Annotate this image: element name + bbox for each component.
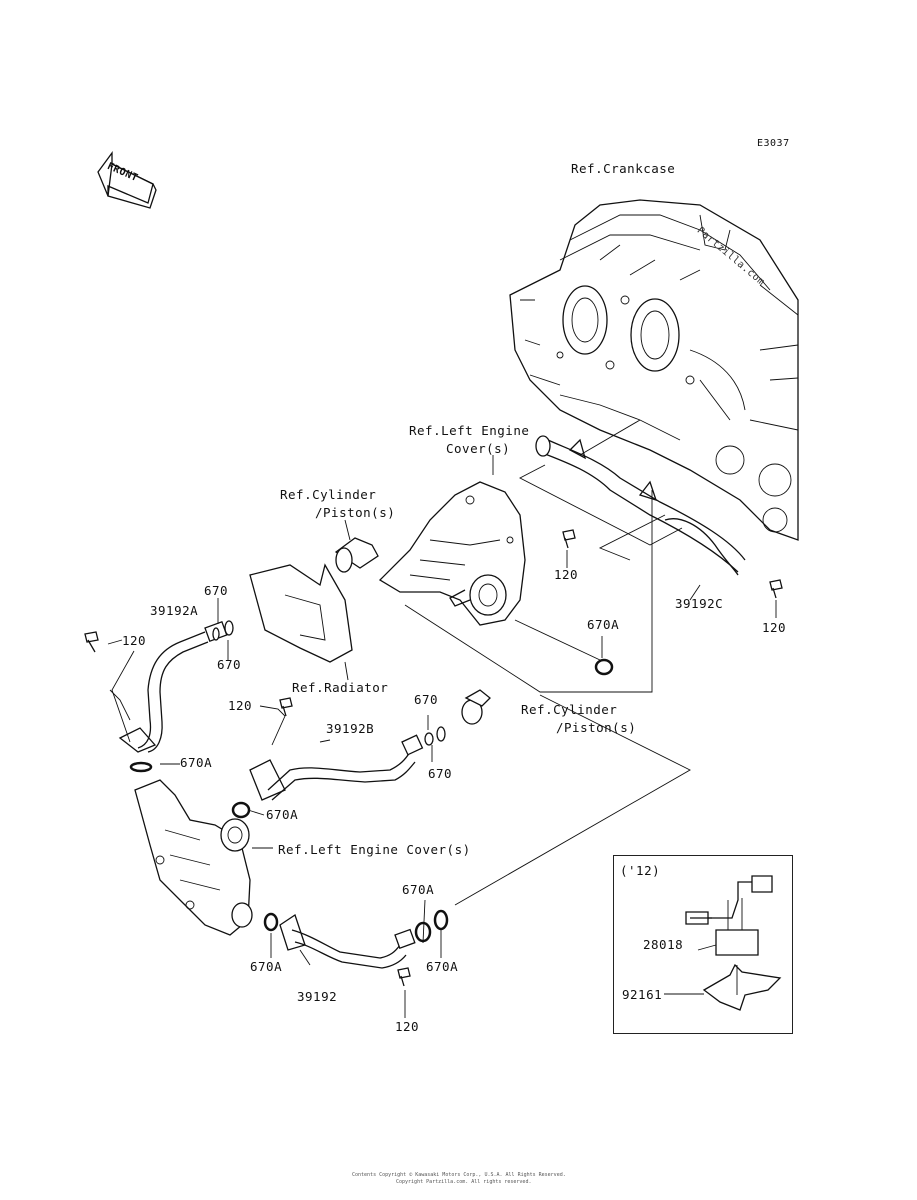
part-670A-label: 670A (426, 959, 459, 974)
ref-left-engine-cover-top-label-2: Cover(s) (446, 441, 511, 456)
part-670A-label: 670A (402, 882, 435, 897)
part-120-label: 120 (228, 698, 253, 713)
left-engine-cover-upper (378, 481, 526, 626)
part-120-label: 120 (122, 633, 147, 648)
hose-39192B (249, 734, 424, 801)
part-39192-label: 39192 (297, 989, 338, 1004)
thermostat-housing-mid (461, 689, 491, 725)
part-39192B-label: 39192B (326, 721, 375, 736)
part-120-label: 120 (554, 567, 579, 582)
ref-left-engine-cover-bottom-label: Ref.Left Engine Cover(s) (278, 842, 471, 857)
hose-39192C (535, 435, 746, 576)
footer-copyright-1: Contents Copyright © Kawasaki Motors Cor… (352, 1172, 566, 1178)
ref-crankcase-label: Ref.Crankcase (571, 161, 676, 176)
part-120-label: 120 (762, 620, 787, 635)
inset-illustration (664, 875, 782, 1011)
part-670A-label: 670A (587, 617, 620, 632)
part-120-label: 120 (395, 1019, 420, 1034)
ref-left-engine-cover-top-label: Ref.Left Engine (409, 423, 530, 438)
part-670A-label: 670A (266, 807, 299, 822)
part-92161-label: 92161 (622, 987, 663, 1002)
hose-39192 (279, 913, 416, 969)
part-28018-label: 28018 (643, 937, 684, 952)
part-670-label: 670 (414, 692, 439, 707)
ref-cylinder-mid-label-2: /Piston(s) (556, 720, 637, 735)
bolt-icon-set (84, 529, 783, 987)
ref-cylinder-top-label-2: /Piston(s) (315, 505, 396, 520)
part-39192A-label: 39192A (150, 603, 199, 618)
part-670A-label: 670A (250, 959, 283, 974)
part-670-label: 670 (428, 766, 453, 781)
part-670A-label: 670A (180, 755, 213, 770)
leader-lines (107, 419, 777, 1018)
inset-year-label: ('12) (620, 863, 661, 878)
inset-box (613, 855, 793, 1034)
diagram-code: E3037 (757, 138, 790, 149)
part-670-label: 670 (204, 583, 229, 598)
left-engine-cover-lower (134, 779, 253, 936)
front-arrow-icon (97, 151, 157, 209)
part-670-label: 670 (217, 657, 242, 672)
part-39192C-label: 39192C (675, 596, 724, 611)
ref-cylinder-mid-label: Ref.Cylinder (521, 702, 618, 717)
ref-cylinder-top-label: Ref.Cylinder (280, 487, 377, 502)
footer-copyright-2: Copyright Partzilla.com. All rights rese… (396, 1179, 532, 1185)
radiator-illustration (249, 563, 353, 663)
ref-radiator-label: Ref.Radiator (292, 680, 389, 695)
thermostat-housing-upper (334, 537, 379, 573)
crankcase-illustration (509, 199, 799, 541)
